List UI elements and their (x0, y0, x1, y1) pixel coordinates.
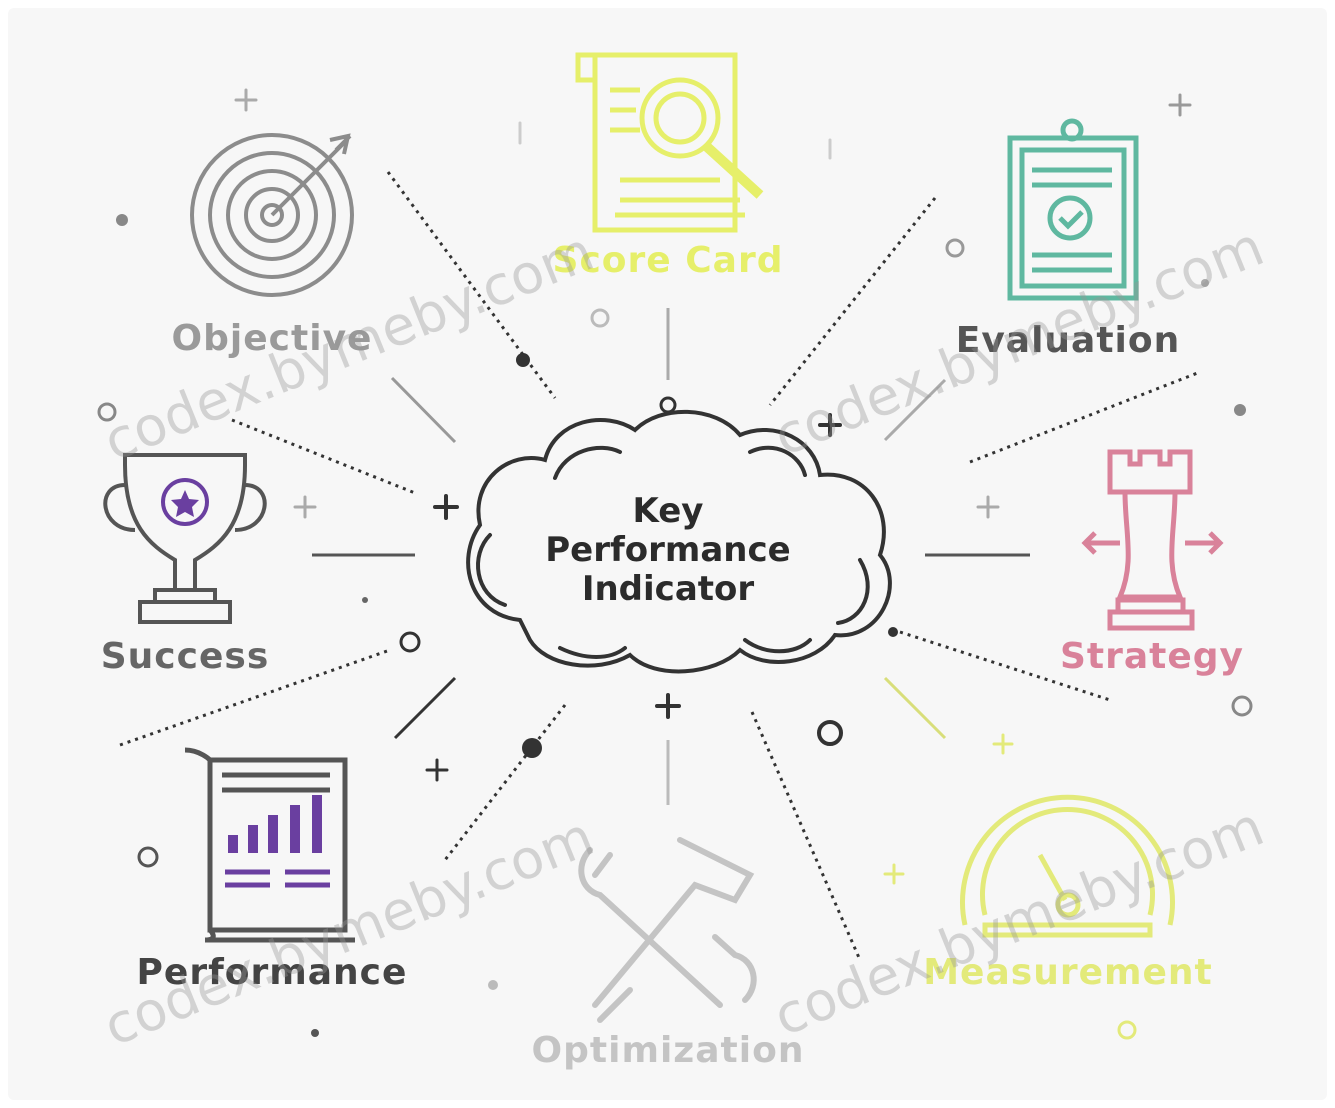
label-objective: Objective (171, 318, 373, 359)
tools-icon (578, 837, 757, 1023)
clipboard-icon (1007, 118, 1139, 301)
cloud-icon (466, 409, 892, 674)
center-title: Key Performance Indicator (545, 492, 790, 609)
label-success: Success (100, 636, 270, 677)
score-card-icon (575, 52, 764, 233)
decorative-dots (97, 214, 1253, 1040)
label-optimization: Optimization (531, 1030, 805, 1071)
label-strategy: Strategy (1059, 636, 1245, 677)
chart-document-icon (184, 747, 355, 943)
gauge-icon (960, 794, 1175, 938)
center-line-2: Performance (545, 530, 791, 570)
label-measurement: Measurement (923, 952, 1213, 993)
plus-marks (234, 88, 1192, 885)
center-line-3: Indicator (581, 569, 755, 609)
label-performance: Performance (136, 952, 408, 993)
label-evaluation: Evaluation (955, 320, 1181, 361)
center-line-1: Key (632, 491, 704, 531)
rook-icon (1081, 449, 1224, 631)
label-score-card: Score Card (552, 240, 784, 281)
trophy-icon (103, 453, 267, 624)
target-icon (190, 133, 354, 297)
